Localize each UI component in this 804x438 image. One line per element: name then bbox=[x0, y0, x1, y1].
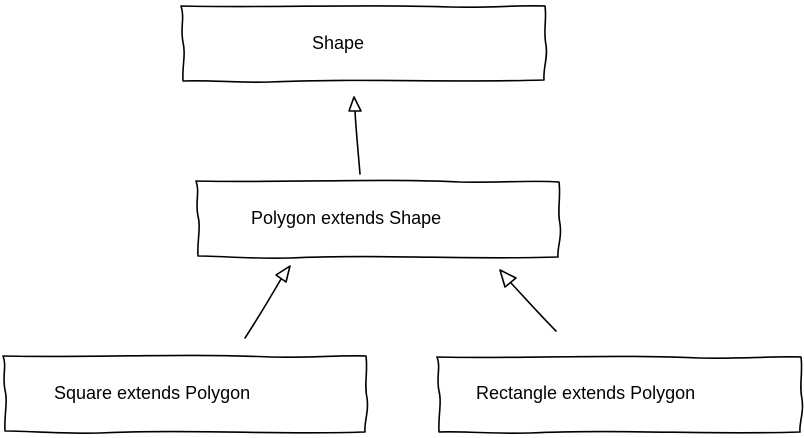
edge-polygon-to-shape bbox=[348, 96, 362, 175]
node-rectangle-label: Rectangle extends Polygon bbox=[476, 383, 695, 403]
edge-square-to-polygon-arrowhead bbox=[275, 265, 291, 283]
node-shape[interactable]: Shape bbox=[180, 5, 548, 83]
node-polygon[interactable]: Polygon extends Shape bbox=[195, 179, 562, 259]
node-square-label: Square extends Polygon bbox=[54, 383, 250, 403]
edge-rectangle-to-polygon bbox=[499, 269, 557, 332]
edge-square-to-polygon bbox=[244, 265, 291, 339]
node-shape-label: Shape bbox=[312, 33, 364, 53]
node-shape-outline bbox=[180, 5, 548, 83]
edge-rectangle-to-polygon-line bbox=[510, 282, 557, 332]
node-rectangle[interactable]: Rectangle extends Polygon bbox=[436, 355, 804, 434]
edge-polygon-to-shape-arrowhead bbox=[348, 96, 362, 112]
node-polygon-outline bbox=[195, 179, 562, 259]
node-polygon-label: Polygon extends Shape bbox=[251, 208, 441, 228]
node-square-outline bbox=[2, 354, 369, 434]
edge-rectangle-to-polygon-arrowhead bbox=[499, 269, 517, 288]
node-square[interactable]: Square extends Polygon bbox=[2, 354, 369, 434]
edge-polygon-to-shape-line bbox=[354, 110, 361, 175]
edge-square-to-polygon-line bbox=[244, 278, 282, 339]
node-rectangle-outline bbox=[436, 355, 804, 434]
